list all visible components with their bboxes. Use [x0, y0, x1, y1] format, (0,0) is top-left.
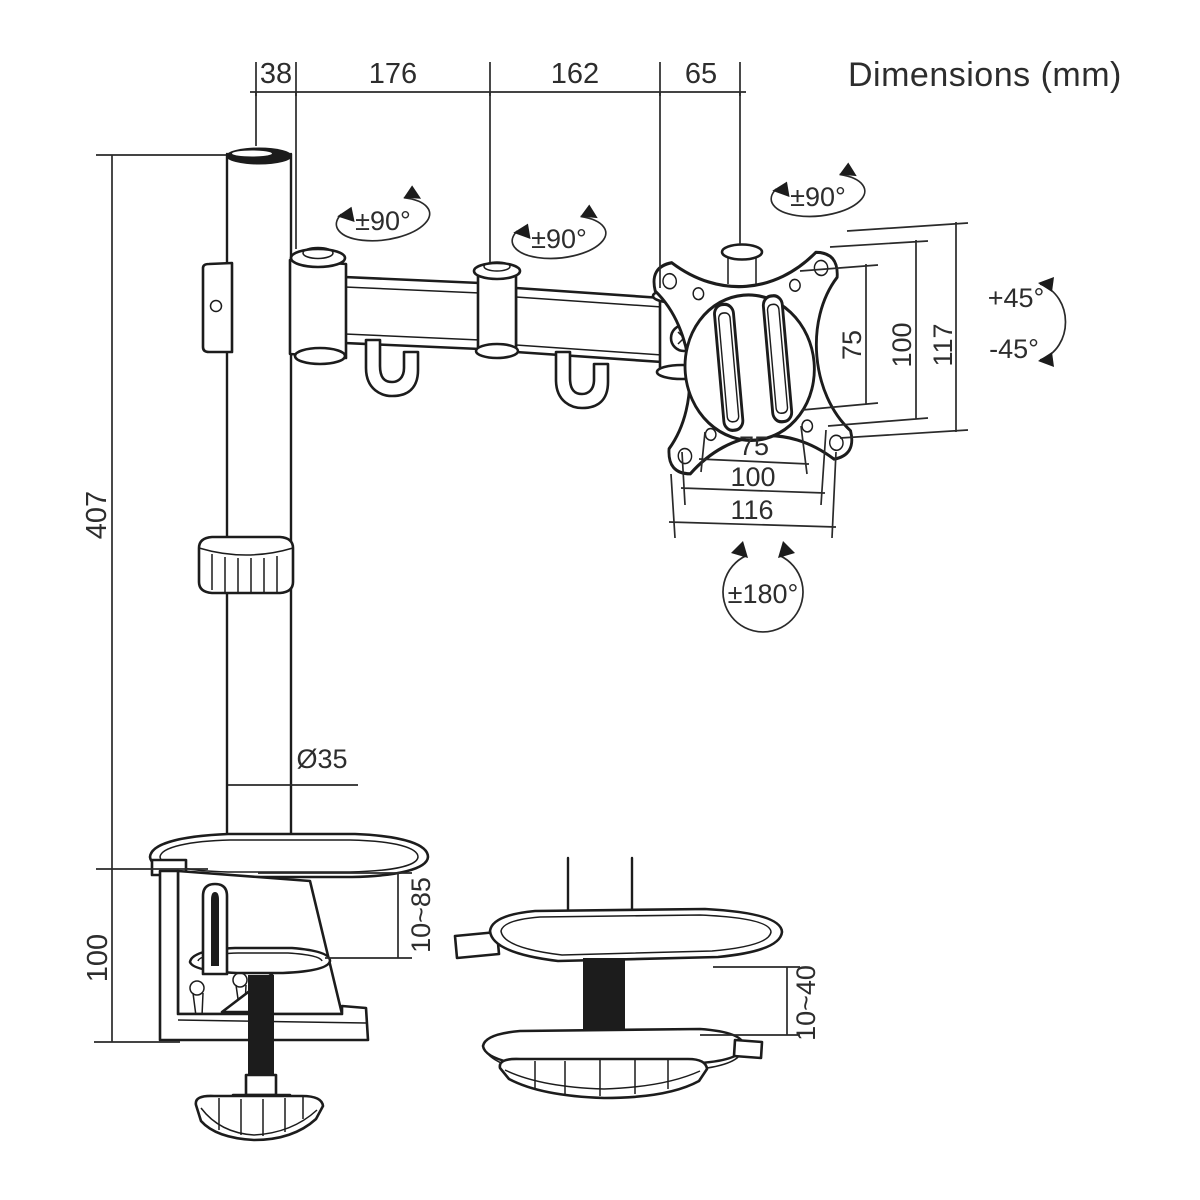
dim-1040-label: 10~40	[791, 965, 821, 1041]
vesa-swivel-dome	[720, 243, 764, 284]
dim-162-label: 162	[551, 58, 599, 90]
cable-hook-2	[554, 350, 610, 410]
tilt-down-label: -45°	[989, 334, 1039, 364]
rotation-joint1: ±90°	[335, 185, 431, 242]
vesa-plate	[652, 250, 854, 476]
pole	[225, 147, 293, 847]
rot-180-label: ±180°	[728, 579, 799, 609]
dim-pole-height: 407	[81, 154, 226, 870]
rotation-pan: ±180°	[722, 541, 804, 633]
rotation-joint2: ±90°	[511, 204, 607, 260]
tilt-up-label: +45°	[988, 283, 1045, 313]
dim-38-label: 38	[260, 58, 292, 90]
rot-90-2-label: ±90°	[531, 224, 587, 254]
grommet-mount	[453, 856, 784, 1100]
vesa-100h-label: 100	[730, 462, 775, 492]
diagram-title: Dimensions (mm)	[848, 56, 1122, 94]
rotation-tilt: +45° -45°	[988, 277, 1067, 367]
dim-dia35-label: Ø35	[296, 744, 347, 774]
vesa-117v-label: 117	[928, 323, 958, 366]
vesa-100v-label: 100	[887, 322, 917, 367]
dim-clamp-height: 100	[82, 869, 180, 1043]
dim-100-left-label: 100	[82, 934, 114, 982]
rotation-vesa-swivel: ±90°	[770, 162, 866, 218]
arm-segment-2	[514, 286, 664, 364]
dim-clamp-range: 10~85	[258, 872, 436, 959]
vesa-116h-label: 116	[730, 495, 773, 525]
middle-joint	[472, 261, 522, 360]
top-dimension-chain: 38 176 162 65	[250, 58, 746, 288]
clamp-base-plate	[148, 832, 430, 879]
vesa-75h-label: 75	[739, 431, 769, 461]
dim-grommet-range: 10~40	[700, 965, 821, 1041]
pole-collar	[197, 535, 295, 595]
cable-hook-1	[364, 338, 420, 398]
vesa-horizontal-dims: 75 100 116	[668, 425, 837, 539]
desk-clamp	[158, 869, 370, 1142]
dim-407-label: 407	[81, 491, 113, 539]
dim-1085-label: 10~85	[406, 877, 436, 953]
rot-90-1-label: ±90°	[355, 206, 411, 236]
vesa-75v-label: 75	[837, 330, 867, 360]
vesa-vertical-dims: 75 100 117	[799, 222, 969, 439]
rot-90-3-label: ±90°	[790, 182, 846, 212]
dim-176-label: 176	[369, 58, 417, 90]
pole-bracket-joint	[201, 246, 348, 366]
dim-65-label: 65	[685, 58, 717, 90]
dim-pole-diameter: Ø35	[228, 744, 358, 786]
